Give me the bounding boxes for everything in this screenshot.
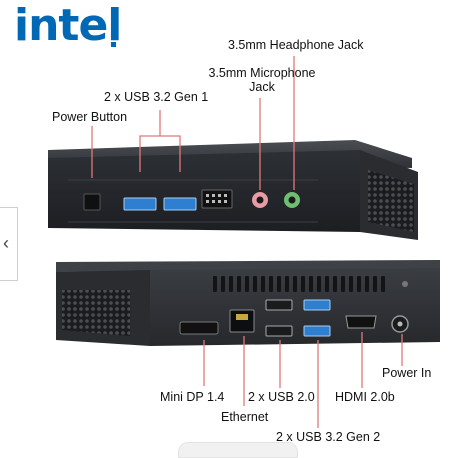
mini-dp-port bbox=[179, 321, 219, 335]
intel-logo: intel bbox=[14, 0, 122, 51]
usb3-front-port-2 bbox=[163, 197, 197, 211]
usb2-port-1 bbox=[265, 299, 293, 311]
front-side-vent bbox=[368, 170, 414, 232]
front-nuc-unit bbox=[48, 140, 418, 240]
intel-logo-dot bbox=[111, 42, 116, 47]
label-usb2: 2 x USB 2.0 bbox=[248, 390, 315, 404]
label-headphone-jack: 3.5mm Headphone Jack bbox=[228, 38, 364, 52]
thumbnail-tab[interactable] bbox=[178, 442, 298, 458]
label-microphone-jack: 3.5mm Microphone Jack bbox=[200, 66, 324, 94]
rear-side-vent bbox=[62, 290, 130, 336]
label-power-in: Power In bbox=[382, 366, 432, 380]
label-usb-rear: 2 x USB 3.2 Gen 2 bbox=[276, 430, 381, 444]
rear-leader-lines bbox=[203, 332, 403, 428]
label-ethernet: Ethernet bbox=[221, 410, 269, 424]
label-hdmi: HDMI 2.0b bbox=[335, 390, 395, 404]
previous-image-button[interactable]: ‹ bbox=[0, 207, 18, 281]
label-usb-front: 2 x USB 3.2 Gen 1 bbox=[104, 90, 209, 104]
power-button bbox=[83, 193, 101, 211]
label-power-button: Power Button bbox=[52, 110, 128, 124]
rear-vent-slots bbox=[213, 276, 385, 292]
ethernet-port bbox=[229, 309, 255, 333]
usb3-rear-port-1 bbox=[303, 299, 331, 311]
usb2-port-2 bbox=[265, 325, 293, 337]
label-mini-dp: Mini DP 1.4 bbox=[160, 390, 225, 404]
rear-nuc-unit bbox=[56, 260, 440, 346]
usb3-rear-port-2 bbox=[303, 325, 331, 337]
label-microphone-line2: Jack bbox=[249, 80, 275, 94]
front-leader-lines bbox=[91, 56, 295, 190]
label-microphone-line1: 3.5mm Microphone bbox=[208, 66, 316, 80]
front-header bbox=[201, 189, 233, 209]
hdmi-port bbox=[345, 315, 377, 329]
usb3-front-port-1 bbox=[123, 197, 157, 211]
chevron-left-icon: ‹ bbox=[3, 233, 9, 253]
